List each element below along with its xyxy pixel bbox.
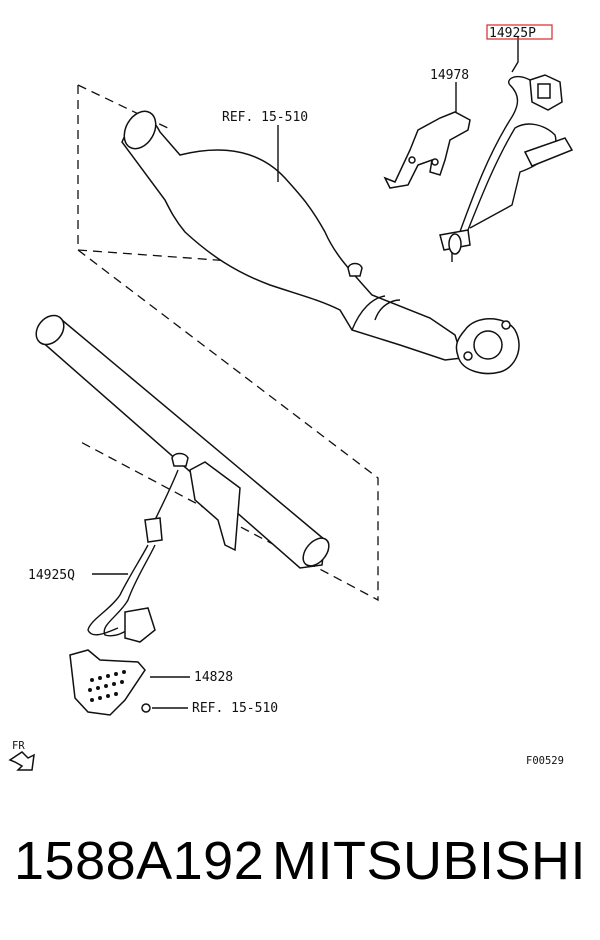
mounting-bolt [141,703,151,713]
assembly-boundary [76,85,379,602]
upper-oxygen-sensor [439,74,574,262]
label-14925p: 14925P [489,26,536,41]
upper-exhaust-pipe [121,110,463,361]
upper-sensor-boss [347,262,363,277]
exploded-parts-diagram: 14925P 14978 REF. 15-510 14925Q 14828 RE… [8,24,574,771]
upper-sensor-leader [511,37,519,73]
sensor-bracket [383,111,471,189]
label-figure-code: F00529 [526,755,564,767]
part-number: 1588A192 [14,831,265,891]
label-front: FR [12,740,25,752]
label-ref-upper: REF. 15-510 [222,110,308,125]
label-14978: 14978 [430,68,469,83]
front-arrow-icon [8,751,35,771]
heat-protector [69,649,146,716]
brand-name: MITSUBISHI [271,831,586,891]
exhaust-flange [455,318,520,375]
label-14828: 14828 [194,670,233,685]
upper-sensor-label-highlight [486,24,553,40]
protector-holes [88,670,126,702]
caption-bar: 1588A192 MITSUBISHI [0,830,600,910]
label-14925q: 14925Q [28,568,75,583]
label-ref-lower: REF. 15-510 [192,701,278,716]
boundary-top-segment [77,84,173,131]
lower-exhaust-pipe [35,314,330,569]
lower-oxygen-sensor [87,469,179,643]
